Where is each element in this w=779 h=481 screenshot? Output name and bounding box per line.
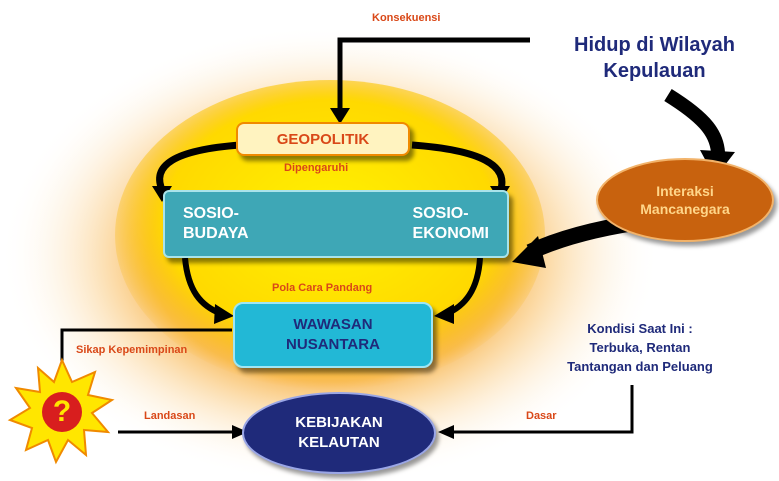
interaksi-line2: Mancanegara [640,201,730,217]
node-kebijakan-kelautan: KEBIJAKAN KELAUTAN [242,392,436,474]
label-dipengaruhi: Dipengaruhi [284,162,349,174]
arrow-heading-to-interaksi [664,89,726,161]
label-pola-cara-pandang: Pola Cara Pandang [272,282,373,294]
wawasan-line1: WAWASAN [293,316,373,333]
heading: Hidup di Wilayah Kepulauan [532,22,777,94]
node-wawasan-nusantara: WAWASAN NUSANTARA [233,302,433,368]
label-dasar: Dasar [526,410,557,422]
sosio-ekonomi-line2: EKONOMI [412,225,489,242]
arrow-head-ekonomi-big [512,236,546,268]
node-geopolitik: GEOPOLITIK [236,122,410,156]
label-landasan: Landasan [144,410,196,422]
node-sosio: SOSIO- BUDAYA SOSIO- EKONOMI [163,190,509,258]
heading-line1: Hidup di Wilayah [574,34,735,56]
arrow-head-kebijakan-right [438,425,454,439]
arrow-head-wawasan-left [214,304,234,324]
sosio-budaya-line2: BUDAYA [183,225,249,242]
arrow-geo-to-ekonomi [411,141,506,194]
sosio-ekonomi-line1: SOSIO- [412,205,469,222]
label-konsekuensi: Konsekuensi [372,12,441,24]
note-line3: Tantangan dan Peluang [567,358,713,374]
label-sikap-kepemimpinan: Sikap Kepemimpinan [76,344,188,356]
arrow-note-to-kebijakan [448,385,634,434]
kebijakan-line2: KELAUTAN [298,434,380,451]
arrow-head-kebijakan-left [232,425,248,439]
node-interaksi-mancanegara: Interaksi Mancanegara [596,158,774,242]
heading-line2: Kepulauan [603,60,706,82]
interaksi-line1: Interaksi [656,183,714,199]
wawasan-line2: NUSANTARA [286,336,380,353]
question-circle [42,392,82,432]
arrow-wawasan-to-question [60,328,232,368]
arrow-head-wawasan-right [434,304,454,324]
note-line2: Terbuka, Rentan [589,339,691,355]
kebijakan-line1: KEBIJAKAN [295,414,383,431]
note-line1: Kondisi Saat Ini : [587,320,693,336]
arrow-heading-to-geopolitik [337,37,530,112]
condition-note: Kondisi Saat Ini : Terbuka, Rentan Tanta… [520,312,760,382]
question-mark: ? [42,390,82,434]
sosio-budaya-line1: SOSIO- [183,205,240,222]
geopolitik-label: GEOPOLITIK [276,130,370,148]
arrow-geo-to-budaya [156,141,241,194]
sosio-budaya: SOSIO- BUDAYA [183,204,249,244]
question-mark-text: ? [52,395,72,428]
sosio-ekonomi: SOSIO- EKONOMI [413,204,489,244]
arrow-head-geopolitik [330,108,350,124]
